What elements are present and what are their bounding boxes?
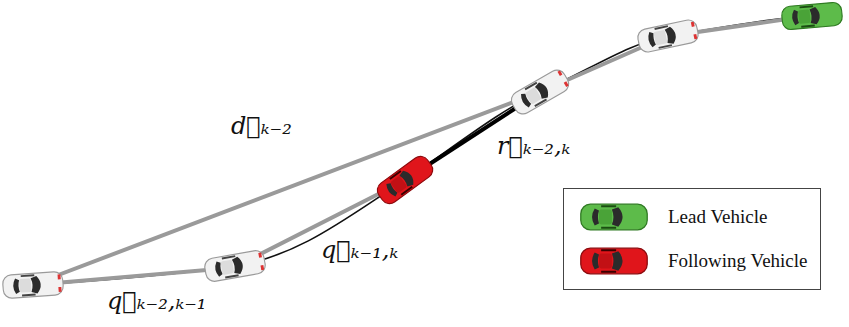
vector-label: d⃗ₖ₋₂ [228,112,295,140]
legend-car-icon [574,199,654,235]
following-vehicle [374,153,436,207]
legend-entry: Lead Vehicle [574,195,808,239]
legend-entry: Following Vehicle [574,239,808,283]
legend-text: Following Vehicle [668,250,808,272]
legend-box: Lead VehicleFollowing Vehicle [563,188,821,290]
past-vehicle [203,249,266,282]
distance-vector [32,92,540,285]
past-vehicle [636,18,700,53]
legend-car-icon [574,243,654,279]
lead-vehicle [781,2,843,30]
vector-label: r⃗ₖ₋₂,ₖ [494,132,573,160]
past-vehicle [2,271,64,298]
legend-text: Lead Vehicle [668,206,767,228]
vector-label: q⃗ₖ₋₁,ₖ [318,236,401,264]
vector-label: q⃗ₖ₋₂,ₖ₋₁ [104,287,209,315]
past-vehicle [508,67,572,117]
